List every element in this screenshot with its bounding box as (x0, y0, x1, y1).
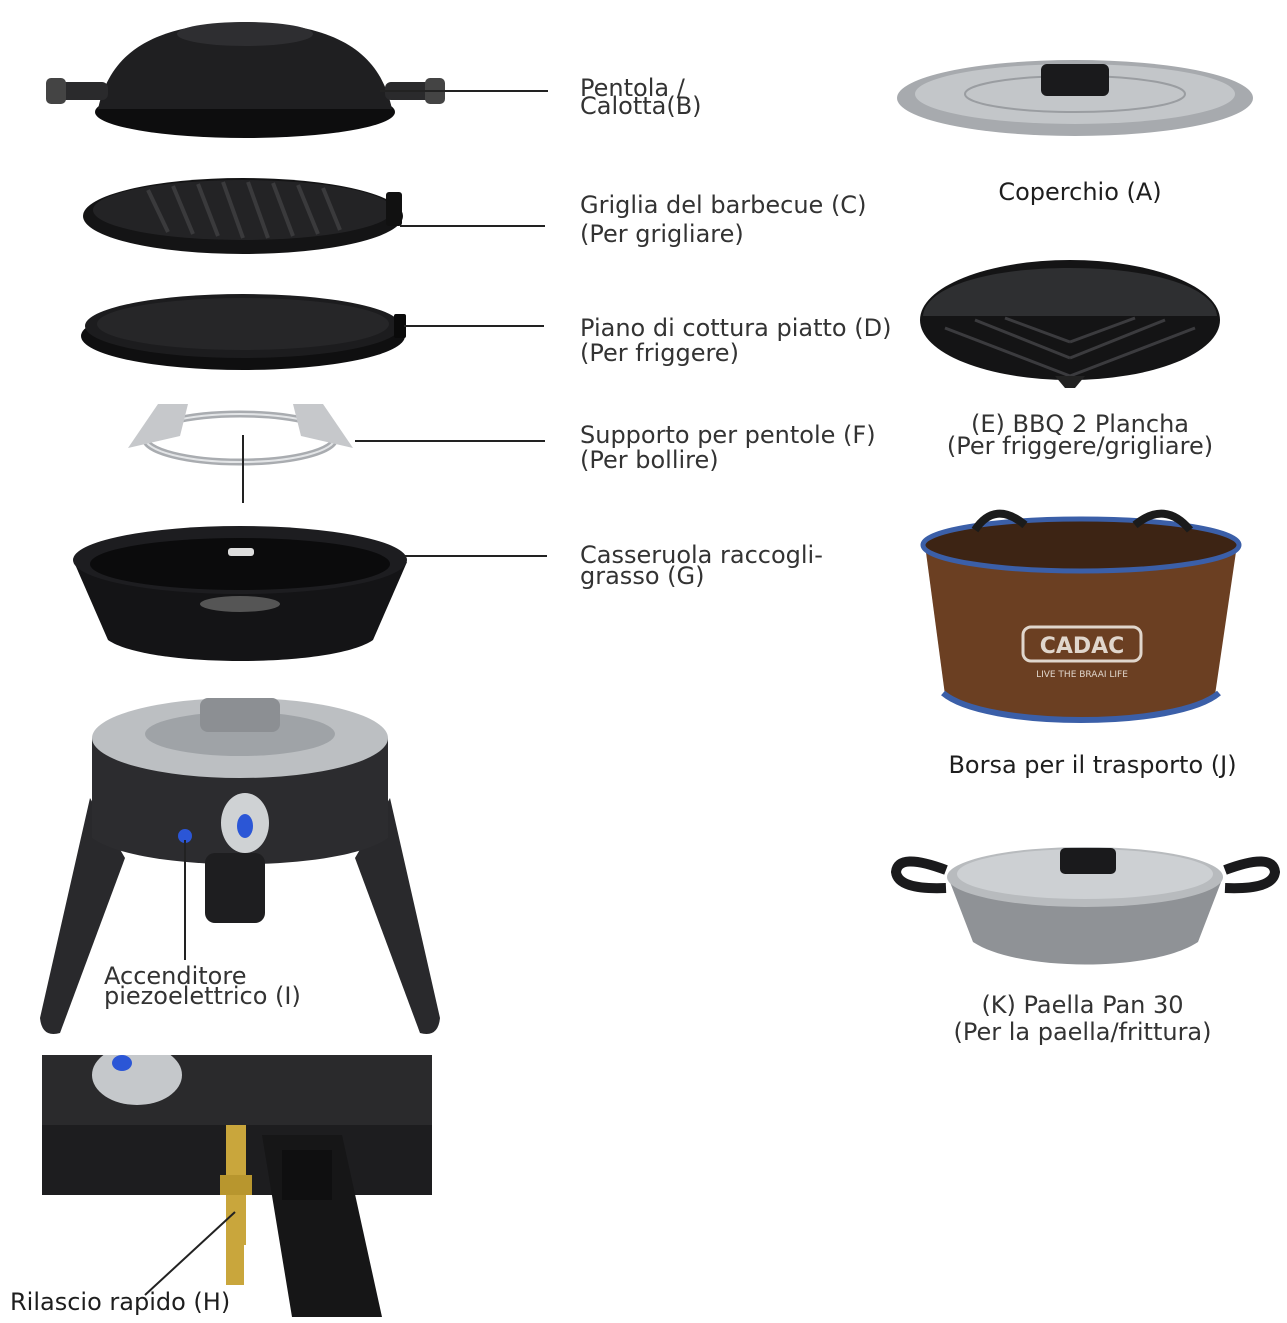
support-label-sub: (Per bollire) (580, 446, 719, 474)
support-label: Supporto per pentole (F) (Per bollire) (580, 423, 876, 473)
leader-grill (400, 225, 545, 227)
plancha-label-sub: (Per friggere/grigliare) (946, 432, 1214, 460)
flat-plate-image (81, 294, 406, 370)
grill-grate-image (83, 178, 403, 254)
grill-label-sub: (Per grigliare) (580, 220, 744, 248)
pot-support-image (128, 404, 353, 466)
bag-label-title: Borsa per il trasporto (J) (948, 751, 1237, 779)
grill-label-title: Griglia del barbecue (C) (580, 191, 867, 219)
quick-release-closeup-image (42, 1055, 432, 1317)
paella-label-sub: (Per la paella/frittura) (953, 1018, 1212, 1046)
leader-flat (404, 325, 544, 327)
igniter-label-line2: piezoelettrico (I) (104, 982, 301, 1010)
leader-support (355, 440, 545, 442)
igniter-label-line1: Accenditore (104, 962, 247, 990)
pot-label-line2: Calotta(B) (580, 92, 702, 120)
support-label-title: Supporto per pentole (F) (580, 421, 876, 449)
igniter-label: Accenditore piezoelettrico (I) (104, 964, 301, 1009)
pot-label: Pentola / Calotta(B) (580, 76, 702, 119)
burner-base-image (40, 698, 440, 1034)
carry-bag-image: CADAC LIVE THE BRAAI LIFE (920, 509, 1242, 723)
flat-label-title: Piano di cottura piatto (D) (580, 314, 892, 342)
drip-label-line2: grasso (G) (580, 562, 705, 590)
leader-release (144, 1211, 236, 1296)
plancha-label: (E) BBQ 2 Plancha (Per friggere/grigliar… (935, 412, 1225, 459)
plancha-label-title: (E) BBQ 2 Plancha (970, 410, 1190, 438)
release-label-title: Rilascio rapido (H) (10, 1288, 231, 1316)
paella-label-title: (K) Paella Pan 30 (981, 991, 1184, 1019)
pot-label-line1: Pentola / (580, 74, 685, 102)
paella-pan-image (890, 847, 1281, 965)
leader-pot (380, 90, 548, 92)
pot-dome-image (46, 22, 445, 138)
bag-logo-tagline: LIVE THE BRAAI LIFE (1036, 670, 1128, 680)
lid-label-title: Coperchio (A) (998, 178, 1162, 206)
support-stem (242, 435, 244, 503)
drip-pan-image (73, 526, 407, 661)
bag-label: Borsa per il trasporto (J) (940, 753, 1245, 778)
drip-label: Casseruola raccogli- grasso (G) (580, 543, 823, 589)
paella-label: (K) Paella Pan 30 (Per la paella/frittur… (940, 993, 1225, 1045)
flat-label-sub: (Per friggere) (580, 339, 739, 367)
grill-label: Griglia del barbecue (C) (Per grigliare) (580, 193, 866, 247)
bag-logo-brand: CADAC (1040, 634, 1125, 659)
drip-label-line1: Casseruola raccogli- (580, 541, 823, 569)
release-label: Rilascio rapido (H) (10, 1290, 230, 1315)
leader-drip (405, 555, 547, 557)
plancha-image (920, 260, 1220, 388)
leader-igniter (184, 840, 186, 960)
flat-label: Piano di cottura piatto (D) (Per frigger… (580, 316, 891, 366)
lid-label: Coperchio (A) (945, 180, 1215, 205)
lid-image (897, 60, 1253, 136)
